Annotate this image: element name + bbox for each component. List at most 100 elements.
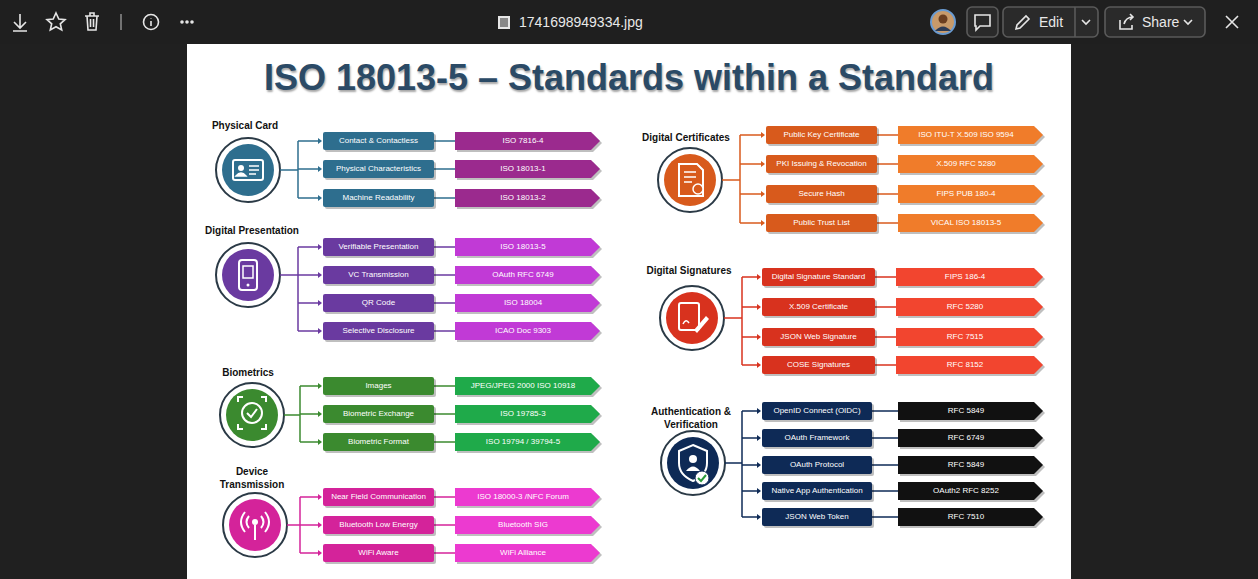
topic-box: JSON Web Signature — [762, 328, 875, 346]
branch-line — [300, 496, 319, 498]
arrow-fill — [455, 516, 600, 534]
standard-label: RFC 5849 — [948, 406, 984, 416]
branch-line — [742, 437, 758, 439]
topic-box: OAuth Protocol — [762, 456, 872, 474]
standard-arrow-box: RFC 7510 — [898, 508, 1043, 526]
branch-line — [742, 276, 758, 278]
box-fill — [323, 405, 434, 423]
topic-box: WiFi Aware — [323, 544, 434, 562]
branch-line — [742, 464, 758, 466]
standard-label: OAuth2 RFC 8252 — [933, 486, 999, 496]
box-fill — [762, 429, 872, 447]
arrow-fill — [455, 132, 600, 150]
connector — [434, 442, 455, 443]
section-heading: Device Transmission — [216, 465, 288, 491]
branch-tip — [318, 166, 322, 172]
arrow-fill — [455, 433, 600, 451]
connector-line — [434, 197, 455, 199]
connector — [875, 337, 896, 338]
arrow-fill — [455, 238, 600, 256]
topic-label: OAuth Framework — [785, 433, 850, 443]
section-heading: Physical Card — [175, 119, 315, 132]
connector — [434, 198, 455, 199]
standard-label: ICAO Doc 9303 — [495, 326, 551, 336]
topic-label: Near Field Communication — [331, 492, 426, 502]
connector — [875, 307, 896, 308]
connector-line — [434, 552, 455, 554]
branch-tip — [757, 488, 761, 494]
connector — [434, 275, 455, 276]
connector-line — [875, 336, 896, 338]
branch-tip — [318, 383, 322, 389]
topic-label: VC Transmission — [348, 270, 408, 280]
connector-line — [434, 168, 455, 170]
connector — [872, 411, 898, 412]
branch-line — [722, 179, 740, 181]
topic-label: Machine Readability — [342, 193, 414, 203]
connector — [877, 135, 898, 136]
arrow-fill — [455, 405, 600, 423]
branch-tip — [318, 439, 322, 445]
connector — [872, 465, 898, 466]
standard-label: ISO ITU-T X.509 ISO 9594 — [918, 130, 1013, 140]
standard-label: RFC 8152 — [947, 360, 983, 370]
branch-line — [725, 462, 742, 464]
topic-label: Verifiable Presentation — [338, 242, 418, 252]
standard-label: FIPS 186-4 — [945, 272, 985, 282]
topic-label: Native App Authentication — [771, 486, 862, 496]
connector-line — [877, 163, 898, 165]
topic-label: QR Code — [362, 298, 395, 308]
standard-arrow-box: RFC 5849 — [898, 456, 1043, 474]
standard-arrow-box: RFC 5849 — [898, 402, 1043, 420]
connector — [434, 414, 455, 415]
topic-label: Secure Hash — [798, 189, 844, 199]
connector — [434, 141, 455, 142]
connector — [872, 491, 898, 492]
arrow-fill — [455, 488, 600, 506]
branch-trunk — [297, 247, 299, 331]
connector — [875, 277, 896, 278]
branch-line — [740, 222, 762, 224]
arrow-fill — [898, 155, 1043, 173]
branch-tip — [761, 161, 765, 167]
standard-arrow-box: FIPS PUB 180-4 — [898, 185, 1043, 203]
topic-label: X.509 Certificate — [789, 302, 848, 312]
topic-box: Public Key Certificate — [766, 126, 877, 144]
connector-line — [434, 302, 455, 304]
connector — [434, 386, 455, 387]
branch-line — [287, 524, 300, 526]
topic-box: Public Trust List — [766, 214, 877, 232]
branch-line — [280, 274, 298, 276]
branch-tip — [318, 300, 322, 306]
standard-label: JPEG/JPEG 2000 ISO 10918 — [471, 381, 576, 391]
standard-arrow-box: RFC 6749 — [898, 429, 1043, 447]
topic-box: OpenID Connect (OIDC) — [762, 402, 872, 420]
section-icons — [216, 138, 725, 557]
topic-label: COSE Signatures — [787, 360, 850, 370]
arrow-fill — [455, 544, 600, 562]
connector-line — [434, 413, 455, 415]
connector-line — [434, 330, 455, 332]
arrow-fill — [896, 268, 1043, 286]
box-fill — [323, 266, 434, 284]
standard-label: Bluetooth SIG — [498, 520, 548, 530]
topic-label: Contact & Contactless — [339, 136, 418, 146]
connector — [434, 247, 455, 248]
box-fill — [762, 482, 872, 500]
branch-line — [284, 414, 300, 416]
section-heading: Digital Presentation — [182, 224, 322, 237]
box-fill — [762, 402, 872, 420]
box-fill — [762, 298, 875, 316]
standard-arrow-box: ISO 19785-3 — [455, 405, 600, 423]
branch-tip — [757, 514, 761, 520]
branch-tip — [318, 494, 322, 500]
branch-tip — [757, 304, 761, 310]
connector-line — [434, 274, 455, 276]
branch-tip — [757, 274, 761, 280]
topic-box: COSE Signatures — [762, 356, 875, 374]
toolbar — [0, 0, 1258, 44]
connector — [877, 223, 898, 224]
standard-arrow-box: FIPS 186-4 — [896, 268, 1043, 286]
branch-line — [298, 246, 319, 248]
